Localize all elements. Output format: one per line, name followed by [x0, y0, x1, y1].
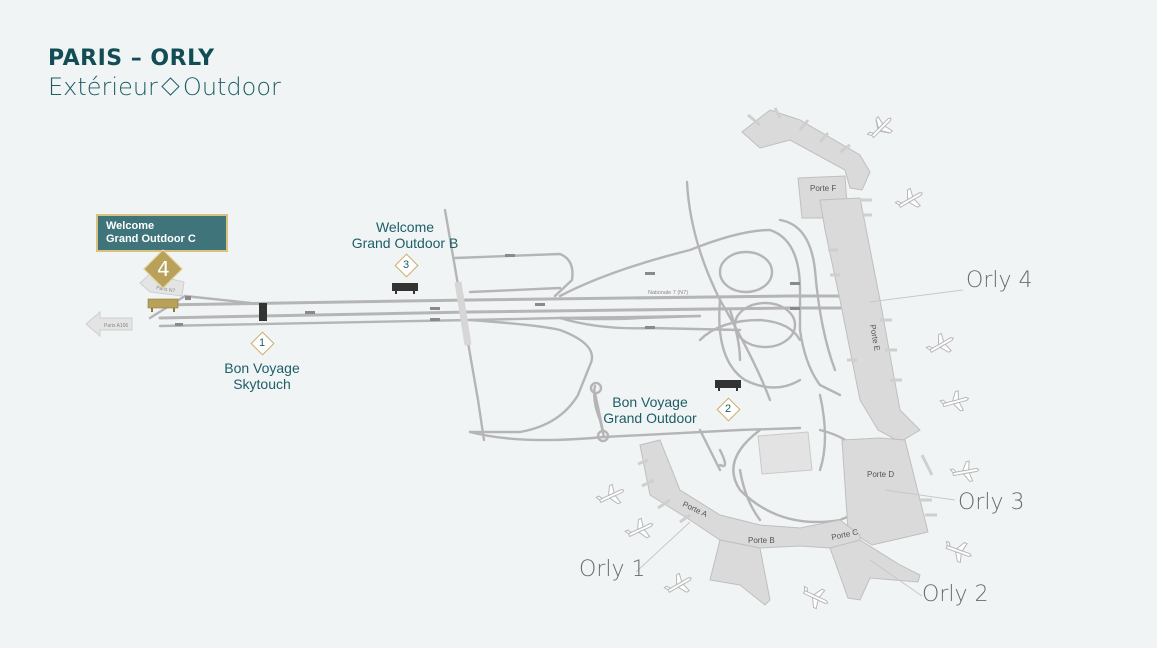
- airplane-icon: [945, 540, 972, 564]
- airplane-icon: [663, 572, 692, 593]
- gate-label-f: Porte F: [810, 184, 836, 193]
- airplane-icon: [925, 332, 954, 353]
- road-markers: [175, 254, 800, 329]
- location-badge-4-number: 4: [157, 257, 170, 281]
- airplane-icon: [595, 483, 625, 505]
- welcome-b-line2: Grand Outdoor B: [351, 235, 459, 251]
- gate-label-b: Porte B: [748, 536, 775, 545]
- direction-arrow-icon: [85, 310, 133, 338]
- page-title: PARIS – ORLY: [48, 46, 215, 71]
- location-badge-3-number: 3: [402, 259, 410, 271]
- parking-lot: [757, 431, 813, 475]
- panel-marker-3: [392, 283, 418, 294]
- location-label-bon-voyage-skytouch: Bon Voyage Skytouch: [207, 360, 317, 392]
- gate-label-d: Porte D: [867, 470, 894, 479]
- location-label-welcome-c: Welcome Grand Outdoor C: [96, 214, 228, 252]
- terminal-leader-lines: [635, 289, 964, 597]
- subtitle-fr: Extérieur: [48, 73, 158, 101]
- page-subtitle: Extérieur Outdoor: [48, 73, 281, 101]
- airplane-icon: [802, 585, 829, 610]
- panel-marker-1: [259, 303, 267, 321]
- airplane-icon: [949, 460, 980, 482]
- map-title-block: PARIS – ORLY Extérieur Outdoor: [48, 46, 281, 101]
- subtitle-en: Outdoor: [182, 73, 281, 101]
- welcome-c-line1: Welcome: [106, 220, 155, 232]
- location-label-welcome-b: Welcome Grand Outdoor B: [340, 219, 470, 251]
- panel-marker-4: [147, 298, 179, 312]
- road-label-a106: Paris A106: [104, 323, 128, 329]
- bridge: [454, 281, 472, 346]
- bon-voyage-go-line1: Bon Voyage: [612, 394, 688, 410]
- airplane-icons: [595, 115, 980, 610]
- terminal-label-orly3: Orly 3: [958, 490, 1025, 515]
- location-badge-1-number: 1: [258, 337, 266, 349]
- welcome-c-line2: Grand Outdoor C: [106, 233, 196, 245]
- airplane-icon: [894, 187, 923, 208]
- terminal-label-orly2: Orly 2: [922, 582, 989, 607]
- location-label-bon-voyage-grand-outdoor: Bon Voyage Grand Outdoor: [588, 394, 712, 426]
- road-label-n7: Nationale 7 (N7): [648, 290, 688, 296]
- bon-voyage-sky-line1: Bon Voyage: [224, 360, 300, 376]
- panel-marker-2: [715, 380, 741, 391]
- bon-voyage-sky-line2: Skytouch: [233, 376, 291, 392]
- terminal-buildings: [639, 109, 929, 606]
- terminal-label-orly1: Orly 1: [579, 557, 646, 582]
- terminal-label-orly4: Orly 4: [966, 268, 1033, 293]
- location-badge-2-number: 2: [724, 403, 732, 415]
- airplane-icon: [939, 390, 970, 412]
- airplane-icon: [866, 115, 894, 139]
- jet-bridges: [637, 107, 937, 524]
- road-label-n7-short: Paris N7: [156, 285, 176, 294]
- road-network: [148, 180, 874, 524]
- welcome-b-line1: Welcome: [375, 219, 435, 235]
- airplane-icon: [624, 517, 654, 539]
- bon-voyage-go-line2: Grand Outdoor: [603, 410, 697, 426]
